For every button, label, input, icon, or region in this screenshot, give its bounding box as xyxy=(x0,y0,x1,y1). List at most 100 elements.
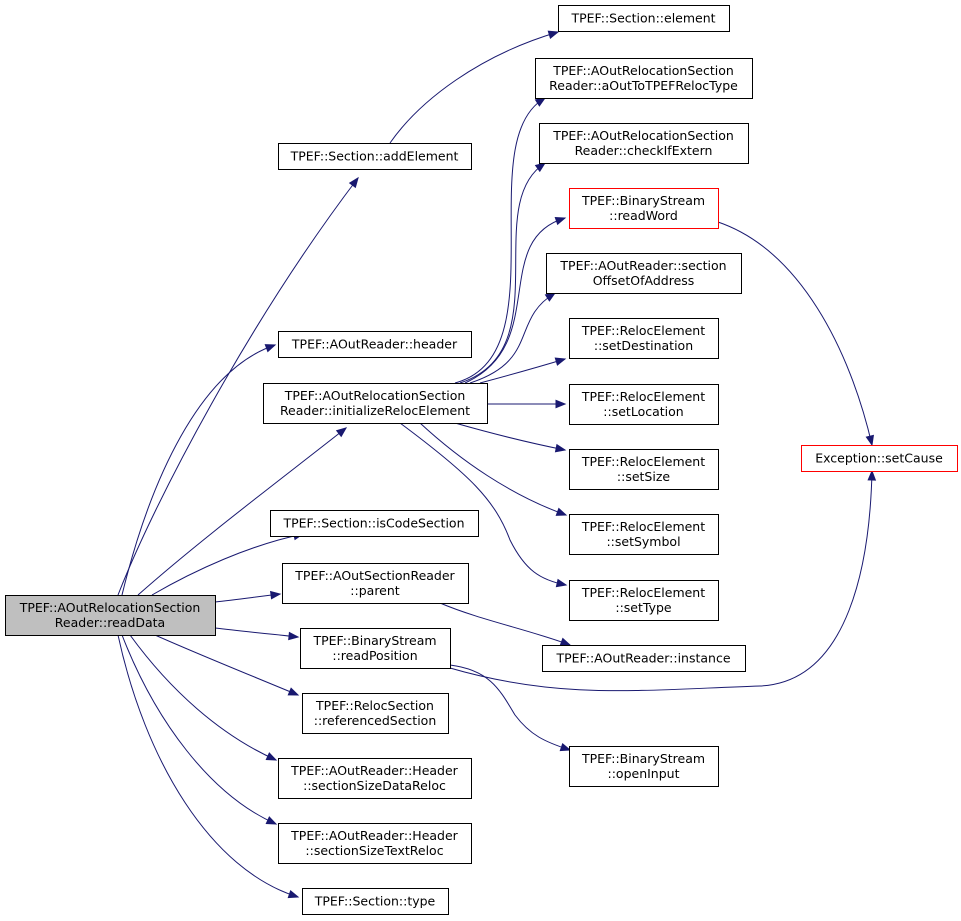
edge-readData-to-sectionSizeTextReloc-line xyxy=(121,634,277,825)
nodes-layer: TPEF::AOutRelocationSectionReader::readD… xyxy=(5,5,958,915)
node-setCause[interactable]: Exception::setCause xyxy=(801,445,958,472)
edge-initializeRelocElement-to-checkIfExtern xyxy=(459,162,547,384)
node-setLocation[interactable]: TPEF::RelocElement::setLocation xyxy=(569,384,719,425)
node-label: Exception::setCause xyxy=(815,451,943,466)
edge-initializeRelocElement-to-readWord xyxy=(464,216,567,384)
edge-readData-to-header-line xyxy=(121,344,276,596)
edge-initializeRelocElement-to-setDestination xyxy=(479,357,567,384)
node-header[interactable]: TPEF::AOutReader::header xyxy=(278,331,472,358)
edge-initializeRelocElement-to-setSize-line xyxy=(454,422,566,451)
edge-initializeRelocElement-to-setSymbol-arrowhead xyxy=(555,507,568,516)
edge-readPosition-to-openInput-line xyxy=(449,664,571,751)
node-readPosition[interactable]: TPEF::BinaryStream::readPosition xyxy=(300,628,451,669)
edge-readPosition-to-setCause-arrowhead xyxy=(867,469,877,481)
node-readData[interactable]: TPEF::AOutRelocationSectionReader::readD… xyxy=(5,595,216,636)
edge-readData-to-type-line xyxy=(117,634,299,898)
edge-readData-to-type-arrowhead xyxy=(287,889,300,899)
edge-initializeRelocElement-to-setLocation xyxy=(487,399,567,409)
edge-readPosition-to-openInput xyxy=(449,664,572,752)
node-label: Reader::readData xyxy=(55,615,165,630)
edge-readData-to-isCodeSection-line xyxy=(151,533,304,596)
node-label: TPEF::BinaryStream xyxy=(581,751,705,766)
node-setDestination[interactable]: TPEF::RelocElement::setDestination xyxy=(569,318,719,359)
node-parent[interactable]: TPEF::AOutSectionReader::parent xyxy=(282,563,469,604)
node-label: ::setType xyxy=(615,600,672,615)
edge-readData-to-parent-line xyxy=(214,593,281,603)
node-box xyxy=(302,693,449,734)
edge-readData-to-sectionSizeDataReloc-arrowhead xyxy=(265,752,278,761)
edge-readPosition-to-setCause-line xyxy=(449,470,873,692)
node-addElement[interactable]: TPEF::Section::addElement xyxy=(278,143,472,170)
node-box xyxy=(569,746,719,787)
node-setSize[interactable]: TPEF::RelocElement::setSize xyxy=(569,449,719,490)
edge-readData-to-readPosition xyxy=(214,627,300,641)
edge-readPosition-to-openInput-arrowhead xyxy=(559,742,572,752)
node-label: TPEF::AOutReader::Header xyxy=(290,763,459,778)
node-isCodeSection[interactable]: TPEF::Section::isCodeSection xyxy=(270,510,479,537)
edge-readData-to-sectionSizeDataReloc-line xyxy=(129,634,277,761)
node-box xyxy=(263,383,488,424)
node-label: ::readWord xyxy=(609,208,678,223)
node-element[interactable]: TPEF::Section::element xyxy=(558,5,730,32)
node-label: TPEF::AOutRelocationSection xyxy=(552,63,734,78)
node-type[interactable]: TPEF::Section::type xyxy=(302,888,449,915)
node-box xyxy=(5,595,216,636)
node-openInput[interactable]: TPEF::BinaryStream::openInput xyxy=(569,746,719,787)
node-label: TPEF::AOutReader::Header xyxy=(290,828,459,843)
edge-initializeRelocElement-to-setSize xyxy=(454,422,567,453)
edge-initializeRelocElement-to-checkIfExtern-arrowhead xyxy=(534,162,547,173)
edge-initializeRelocElement-to-setType-line xyxy=(399,422,567,586)
edge-readWord-to-setCause-arrowhead xyxy=(865,434,875,447)
node-label: TPEF::AOutReader::instance xyxy=(555,651,730,666)
node-label: TPEF::Section::isCodeSection xyxy=(282,516,464,531)
edge-initializeRelocElement-to-readWord-line xyxy=(464,217,566,384)
node-checkIfExtern[interactable]: TPEF::AOutRelocationSectionReader::check… xyxy=(539,123,749,164)
edge-readData-to-readPosition-line xyxy=(214,627,299,638)
edge-readData-to-header-arrowhead xyxy=(264,344,277,353)
node-box xyxy=(282,563,469,604)
node-box xyxy=(569,580,719,621)
node-label: ::setDestination xyxy=(594,338,693,353)
edge-readData-to-parent xyxy=(214,590,282,603)
node-readWord[interactable]: TPEF::BinaryStream::readWord xyxy=(569,188,719,229)
edge-initializeRelocElement-to-checkIfExtern-line xyxy=(459,162,546,384)
node-box xyxy=(535,58,753,99)
node-sectionSizeTextReloc[interactable]: TPEF::AOutReader::Header::sectionSizeTex… xyxy=(278,823,472,864)
edge-readData-to-addElement xyxy=(117,176,359,596)
edge-readWord-to-setCause-line xyxy=(717,221,873,446)
edge-addElement-to-element xyxy=(389,30,560,144)
node-setSymbol[interactable]: TPEF::RelocElement::setSymbol xyxy=(569,514,719,555)
edge-initializeRelocElement-to-sectionOffsetOfAddress xyxy=(469,292,557,384)
node-label: ::openInput xyxy=(608,766,680,781)
edge-initializeRelocElement-to-sectionOffsetOfAddress-arrowhead xyxy=(544,292,557,302)
edge-readData-to-sectionSizeTextReloc xyxy=(121,634,278,825)
edges-layer xyxy=(117,30,877,899)
edge-readData-to-initializeRelocElement-arrowhead xyxy=(335,427,348,438)
node-setType[interactable]: TPEF::RelocElement::setType xyxy=(569,580,719,621)
node-label: ::sectionSizeDataReloc xyxy=(303,778,446,793)
node-sectionSizeDataReloc[interactable]: TPEF::AOutReader::Header::sectionSizeDat… xyxy=(278,758,472,799)
edge-addElement-to-element-line xyxy=(389,31,559,144)
node-box xyxy=(542,645,746,672)
edge-readData-to-referencedSection xyxy=(154,634,300,696)
edge-readData-to-addElement-arrowhead xyxy=(348,176,359,189)
edge-parent-to-instance-arrowhead xyxy=(559,637,572,646)
edge-readWord-to-setCause xyxy=(717,221,875,447)
node-box xyxy=(546,253,742,294)
node-referencedSection[interactable]: TPEF::RelocSection::referencedSection xyxy=(302,693,449,734)
node-box xyxy=(300,628,451,669)
node-label: OffsetOfAddress xyxy=(593,273,695,288)
node-label: ::setLocation xyxy=(603,404,683,419)
edge-parent-to-instance-line xyxy=(439,602,571,646)
node-initializeRelocElement[interactable]: TPEF::AOutRelocationSectionReader::initi… xyxy=(263,383,488,424)
edge-initializeRelocElement-to-sectionOffsetOfAddress-line xyxy=(469,292,556,384)
edge-initializeRelocElement-to-setSize-arrowhead xyxy=(554,443,567,453)
node-box xyxy=(569,318,719,359)
node-box xyxy=(278,823,472,864)
node-aOutToTPEFRelocType[interactable]: TPEF::AOutRelocationSectionReader::aOutT… xyxy=(535,58,753,99)
node-instance[interactable]: TPEF::AOutReader::instance xyxy=(542,645,746,672)
node-label: TPEF::BinaryStream xyxy=(312,633,436,648)
edge-parent-to-instance xyxy=(439,602,572,646)
